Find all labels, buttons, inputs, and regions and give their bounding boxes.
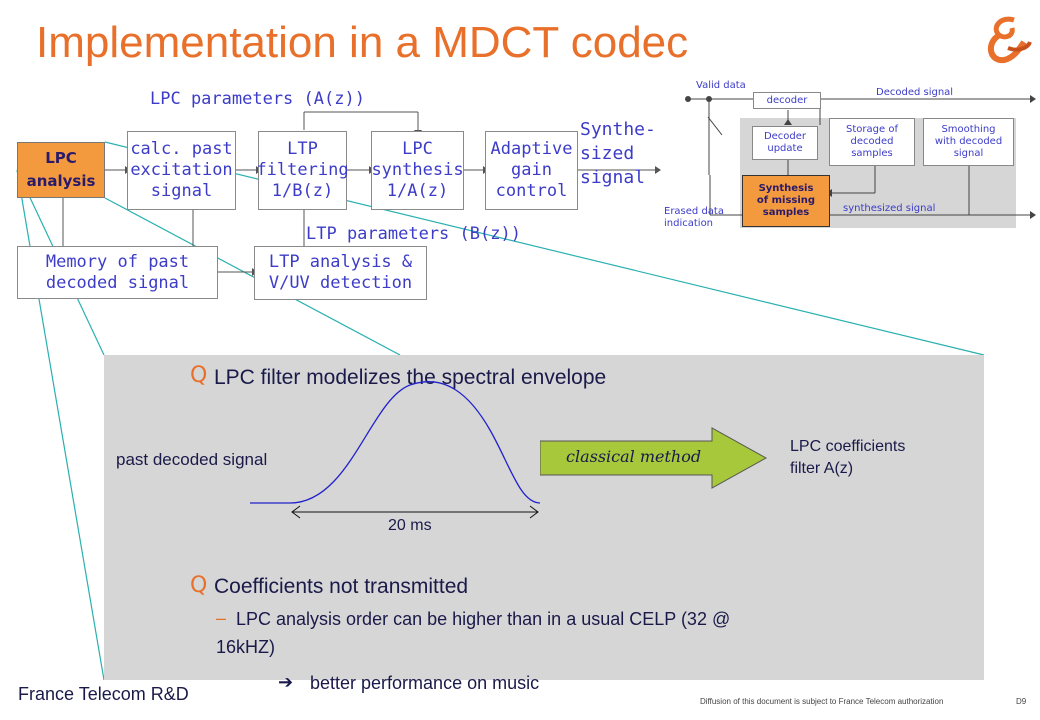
ltp-filtering-box: LTP filtering 1/B(z) <box>256 131 349 210</box>
ltp-analysis-box: LTP analysis & V/UV detection <box>254 246 427 300</box>
footer-notice: Diffusion of this document is subject to… <box>700 697 944 706</box>
synthesized-signal-label: Synthe- sized signal <box>580 119 656 188</box>
lpc-parameters-label: LPC parameters (A(z)) <box>150 89 365 109</box>
bullet-lpc-filter: LPC filter modelizes the spectral envelo… <box>214 366 607 389</box>
detail-panel <box>104 355 984 680</box>
synthesized-signal-small-label: synthesized signal <box>843 203 936 214</box>
ltp-parameters-label: LTP parameters (B(z)) <box>306 224 521 244</box>
france-telecom-logo <box>987 16 1032 64</box>
bullet-coefficients: Coefficients not transmitted <box>214 575 469 598</box>
decoder-box: decoder <box>753 92 821 109</box>
classical-method-label: classical method <box>566 447 702 466</box>
arrow-glyph: ➔ <box>278 672 294 692</box>
footer-org: France Telecom R&D <box>18 684 189 704</box>
sub-bullet-order-line1: LPC analysis order can be higher than in… <box>236 609 731 629</box>
classical-method-arrow <box>540 427 768 489</box>
bullet-glyph-1: Q <box>190 363 208 388</box>
synthesis-missing-box: Synthesis of missing samples <box>742 175 830 227</box>
decoded-signal-label: Decoded signal <box>876 87 954 98</box>
sub-bullet-dash: – <box>216 608 227 628</box>
page-title: Implementation in a MDCT codec <box>36 18 689 67</box>
page-number: D9 <box>1016 697 1027 706</box>
memory-past-decoded-box: Memory of past decoded signal <box>17 246 218 299</box>
storage-decoded-box: Storage of decoded samples <box>829 118 915 166</box>
lpc-coefficients-label: LPC coefficients filter A(z) <box>790 438 906 477</box>
lpc-synthesis-box: LPC synthesis 1/A(z) <box>371 131 464 210</box>
lpc-analysis-box: LPC analysis <box>17 142 105 198</box>
sub-bullet-order-line2: 16kHZ) <box>216 637 276 657</box>
adaptive-gain-box: Adaptive gain control <box>485 131 578 210</box>
duration-label: 20 ms <box>388 517 432 534</box>
smoothing-box: Smoothing with decoded signal <box>923 118 1014 166</box>
decoder-update-box: Decoder update <box>752 126 818 160</box>
erased-data-label: Erased data indication <box>664 206 724 229</box>
analysis-window-curve <box>250 381 541 519</box>
bullet-glyph-2: Q <box>190 573 208 598</box>
past-decoded-signal-label: past decoded signal <box>116 450 268 469</box>
better-performance-label: better performance on music <box>310 673 540 693</box>
calc-past-excitation-box: calc. past excitation signal <box>127 131 236 210</box>
valid-data-label: Valid data <box>696 80 746 91</box>
